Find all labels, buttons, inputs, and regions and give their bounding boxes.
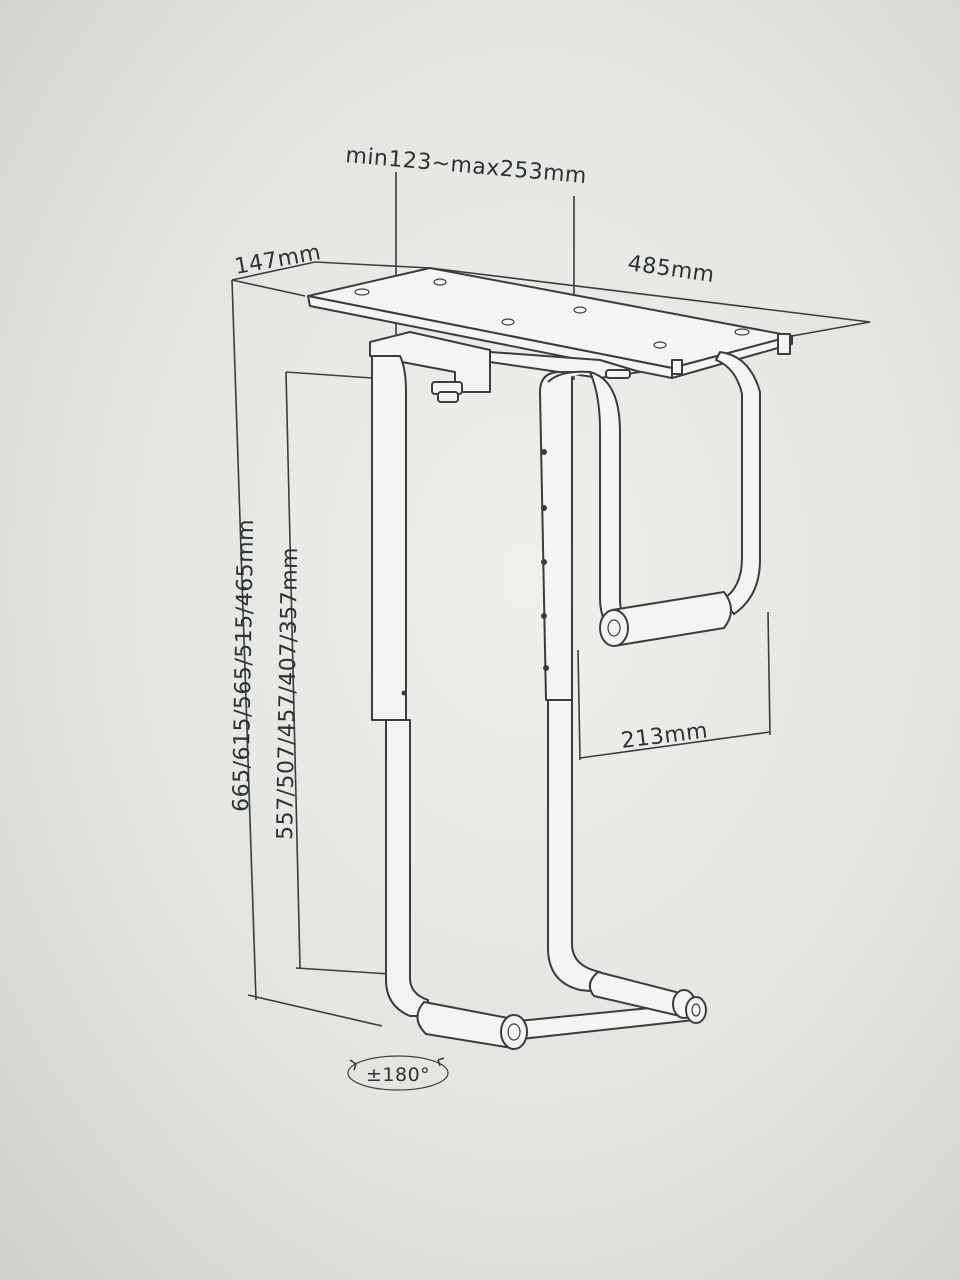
- base-feet: [416, 971, 707, 1050]
- rotation-indicator: [347, 1055, 449, 1091]
- total-height-label: 665/615/565/515/465mm: [229, 519, 259, 812]
- right-post: [539, 371, 601, 993]
- dimension-lines: [231, 172, 871, 1027]
- rotation-label: ±180°: [366, 1064, 430, 1086]
- width-label: 485mm: [626, 251, 716, 288]
- left-post: [371, 355, 429, 1017]
- depth-label: 147mm: [233, 240, 323, 280]
- mounting-plate: [307, 267, 793, 403]
- clamp-width-label: 213mm: [620, 718, 710, 753]
- side-clamp-arm: [547, 351, 761, 647]
- inner-height-label: 557/507/457/407/357mm: [273, 547, 303, 840]
- track-range-label: min123~max253mm: [344, 143, 587, 189]
